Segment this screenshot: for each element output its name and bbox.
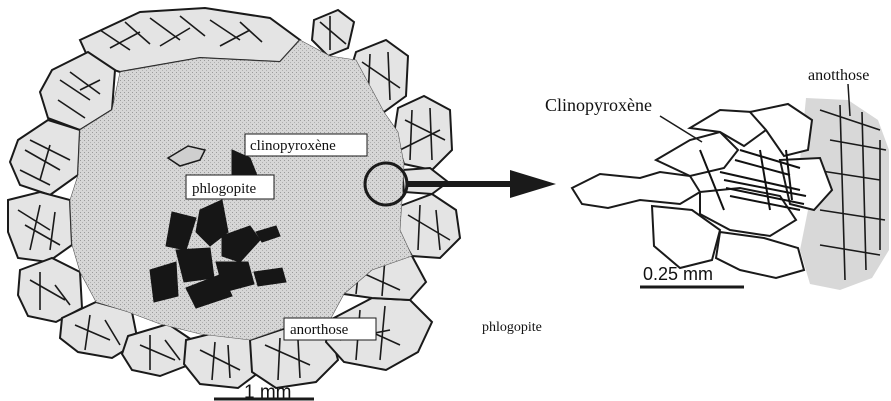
label-phlogopite-outside: phlogopite xyxy=(482,320,542,335)
svg-text:anorthose: anorthose xyxy=(290,322,349,338)
svg-text:phlogopite: phlogopite xyxy=(192,181,257,197)
scale-bar-right: 0.25 mm xyxy=(640,264,744,287)
svg-text:clinopyroxène: clinopyroxène xyxy=(250,138,336,154)
label-clinopyroxene-left: clinopyroxène xyxy=(245,134,367,156)
clinopyroxene-grains xyxy=(572,104,832,278)
enlargement xyxy=(572,98,889,290)
label-anorthose-left: anorthose xyxy=(284,318,376,340)
label-phlogopite-left: phlogopite xyxy=(186,175,274,199)
svg-text:0.25 mm: 0.25 mm xyxy=(643,264,713,284)
label-anorthose-right: anotthose xyxy=(808,67,869,84)
label-clinopyroxene-right: Clinopyroxène xyxy=(545,95,652,115)
